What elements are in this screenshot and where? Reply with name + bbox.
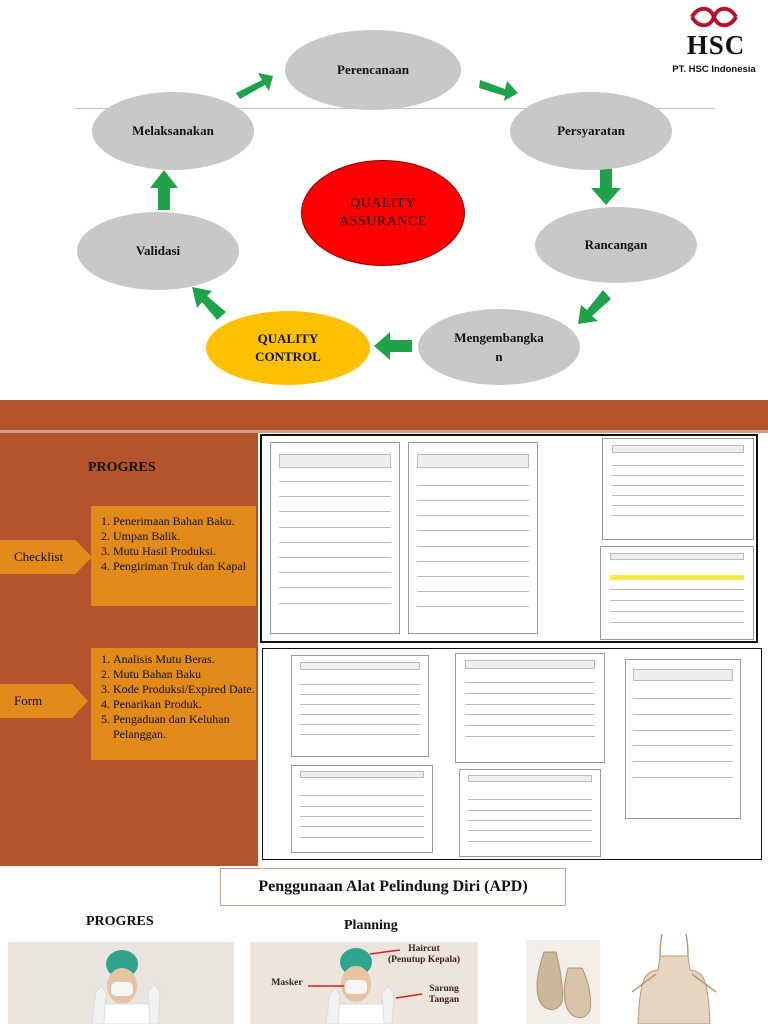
quality-control-node: QUALITY CONTROL bbox=[206, 311, 370, 385]
company-name: PT. HSC Indonesia bbox=[672, 64, 756, 75]
arrow-icon bbox=[479, 80, 518, 101]
arrow-icon bbox=[578, 290, 611, 324]
checklist-document-image bbox=[600, 546, 754, 640]
progress-section: PROGRES Checklist Penerimaan Bahan Baku.… bbox=[0, 400, 768, 866]
hsc-logo-icon bbox=[690, 6, 738, 28]
checklist-document-image bbox=[602, 438, 754, 540]
list-item: Kode Produksi/Expired Date. bbox=[113, 682, 256, 697]
top-bar bbox=[0, 400, 768, 430]
hsc-logo: HSC PT. HSC Indonesia bbox=[668, 2, 764, 78]
checklist-box: Penerimaan Bahan Baku. Umpan Balik. Mutu… bbox=[91, 506, 256, 606]
form-document-image bbox=[291, 765, 433, 853]
arrow-icon bbox=[192, 287, 226, 320]
form-tag: Form bbox=[0, 684, 88, 718]
progress-title: PROGRES bbox=[88, 460, 156, 475]
form-box: Analisis Mutu Beras. Mutu Bahan Baku Kod… bbox=[91, 648, 256, 760]
cycle-step-validasi: Validasi bbox=[77, 212, 239, 290]
apd-planning-label: Planning bbox=[344, 918, 398, 933]
shoe-cover-photo bbox=[526, 940, 600, 1024]
logo-text: HSC bbox=[686, 30, 746, 60]
cycle-arrows bbox=[150, 73, 621, 360]
list-item: Pengaduan dan Keluhan Pelanggan. bbox=[113, 712, 256, 742]
list-item: Mutu Hasil Produksi. bbox=[113, 544, 256, 559]
apron-photo bbox=[626, 930, 722, 1024]
apd-planning-photo: Haircut (Penutup Kepala) Masker Sarung T… bbox=[250, 942, 478, 1024]
cycle-step-melaksanakan: Melaksanakan bbox=[92, 92, 254, 170]
form-documents bbox=[262, 648, 762, 860]
haircut-annotation: Haircut (Penutup Kepala) bbox=[387, 944, 461, 965]
list-item: Mutu Bahan Baku bbox=[113, 667, 256, 682]
arrow-icon bbox=[374, 332, 412, 360]
cycle-step-mengembangkan: Mengembangka n bbox=[418, 309, 580, 385]
quality-assurance-node: QUALITY ASSURANCE bbox=[301, 160, 465, 266]
list-item: Penarikan Produk. bbox=[113, 697, 256, 712]
apd-section: Penggunaan Alat Pelindung Diri (APD) PRO… bbox=[0, 866, 768, 1024]
list-item: Analisis Mutu Beras. bbox=[113, 652, 256, 667]
cycle-step-perencanaan: Perencanaan bbox=[285, 30, 461, 110]
form-document-image bbox=[291, 655, 429, 757]
cycle-step-persyaratan: Persyaratan bbox=[510, 92, 672, 170]
arrow-icon bbox=[236, 73, 273, 99]
form-document-image bbox=[455, 653, 605, 763]
quality-cycle-diagram: Perencanaan Persyaratan Rancangan Mengem… bbox=[0, 0, 768, 400]
form-document-image bbox=[625, 659, 741, 819]
list-item: Pengiriman Truk dan Kapal bbox=[113, 559, 256, 574]
list-item: Umpan Balik. bbox=[113, 529, 256, 544]
cycle-step-rancangan: Rancangan bbox=[535, 207, 697, 283]
arrow-icon bbox=[591, 165, 621, 205]
top-bar-shadow bbox=[0, 430, 768, 433]
checklist-tag: Checklist bbox=[0, 540, 92, 574]
list-item: Penerimaan Bahan Baku. bbox=[113, 514, 256, 529]
form-document-image bbox=[459, 769, 601, 857]
arrow-icon bbox=[150, 170, 178, 210]
checklist-document-image bbox=[408, 442, 538, 634]
apd-progress-photo bbox=[8, 942, 234, 1024]
checklist-documents bbox=[260, 434, 758, 643]
checklist-document-image bbox=[270, 442, 400, 634]
masker-annotation: Masker bbox=[271, 978, 303, 988]
apd-progress-label: PROGRES bbox=[86, 914, 154, 929]
apd-title: Penggunaan Alat Pelindung Diri (APD) bbox=[220, 868, 566, 906]
gloves-annotation: Sarung Tangan bbox=[428, 984, 460, 1005]
